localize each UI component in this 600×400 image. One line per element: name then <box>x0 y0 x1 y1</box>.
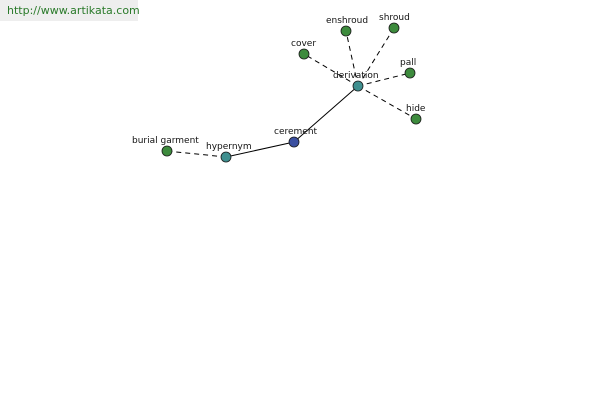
node-label-cerement: cerement <box>274 127 318 137</box>
edge-derivation-enshroud <box>345 30 359 87</box>
node-label-pall: pall <box>400 58 416 68</box>
graph-edges <box>166 27 417 158</box>
edge-derivation-shroud <box>357 27 395 87</box>
node-pall[interactable] <box>404 67 416 79</box>
node-label-hypernym: hypernym <box>206 142 252 152</box>
node-label-derivation: derivation <box>333 71 379 81</box>
edge-derivation-hide <box>357 85 417 120</box>
node-cover[interactable] <box>298 48 310 60</box>
source-banner: http://www.artikata.com <box>0 0 140 21</box>
edge-derivation-cover <box>303 53 359 87</box>
graph-labels: cerement hypernym derivation burial garment… <box>132 13 426 152</box>
node-shroud[interactable] <box>388 22 400 34</box>
node-label-cover: cover <box>291 39 316 49</box>
edge-cerement-derivation <box>293 85 359 143</box>
node-label-shroud: shroud <box>379 13 410 23</box>
node-label-hide: hide <box>406 104 426 114</box>
node-enshroud[interactable] <box>340 25 352 37</box>
node-hypernym[interactable] <box>220 151 232 163</box>
node-label-enshroud: enshroud <box>326 16 368 26</box>
edge-hypernym-burial-garment <box>166 150 227 158</box>
graph-nodes <box>161 22 422 163</box>
node-label-burial-garment: burial garment <box>132 136 199 146</box>
node-burial-garment[interactable] <box>161 145 173 157</box>
edge-cerement-hypernym <box>225 141 295 158</box>
node-hide[interactable] <box>410 113 422 125</box>
source-link[interactable]: http://www.artikata.com <box>7 4 140 17</box>
node-cerement[interactable] <box>288 136 300 148</box>
node-derivation[interactable] <box>352 80 364 92</box>
